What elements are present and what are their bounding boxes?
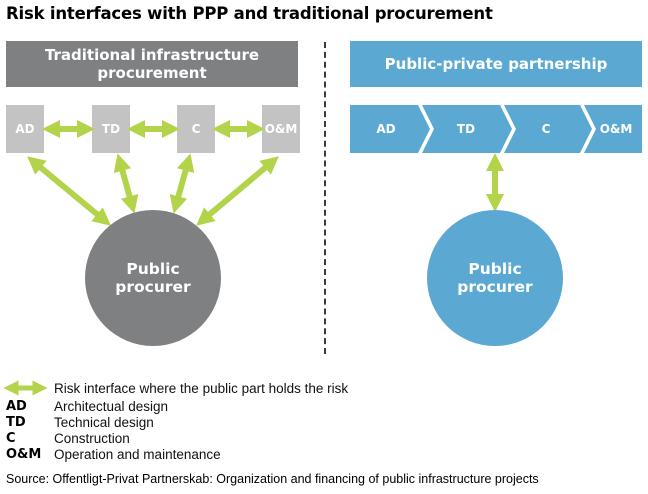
traditional-stage-om: O&M [262,105,300,153]
ppp-chevron-c [504,105,592,153]
ppp-chevron-om [584,105,642,153]
traditional-stage-td: TD [92,105,130,153]
ppp-header: Public-private partnership [350,41,642,87]
ppp-stage-om: O&M [599,122,633,136]
legend-abbr: C [6,431,16,446]
legend-desc: Operation and maintenance [54,447,221,462]
legend-arrow-row: Risk interface where the public part hol… [6,381,348,396]
legend-item: C Construction [6,431,130,446]
traditional-header: Traditional infrastructure procurement [6,41,298,87]
traditional-stage-ad: AD [6,105,44,153]
legend-desc: Construction [54,431,130,446]
ppp-public-procurer: Public procurer [427,210,563,346]
ppp-stage-ad: AD [376,122,396,136]
risk-arrow-om-procurer [196,156,279,226]
legend-item: TD Technical design [6,415,154,430]
ppp-chevron-td [422,105,512,153]
page-title: Risk interfaces with PPP and traditional… [6,4,493,23]
risk-arrow-c-procurer [169,153,195,214]
traditional-public-procurer: Public procurer [85,210,221,346]
ppp-stage-c: C [541,122,551,136]
legend-item: AD Architectual design [6,399,168,414]
legend-arrow-desc: Risk interface where the public part hol… [54,381,349,396]
risk-arrow-ad-procurer [27,156,111,226]
ppp-stage-td: TD [456,122,476,136]
legend-item: O&M Operation and maintenance [6,447,221,462]
source-note: Source: Offentligt-Privat Partnerskab: O… [6,472,539,486]
legend-abbr: O&M [6,447,42,462]
legend-desc: Technical design [54,415,154,430]
legend-abbr: AD [6,399,27,414]
traditional-stage-c: C [177,105,215,153]
section-divider [324,42,326,354]
ppp-chevron-band [350,105,642,153]
legend-desc: Architectual design [54,399,169,414]
legend-abbr: TD [6,415,26,430]
ppp-chevron-ad [350,105,430,153]
risk-arrow-td-procurer [113,153,139,214]
